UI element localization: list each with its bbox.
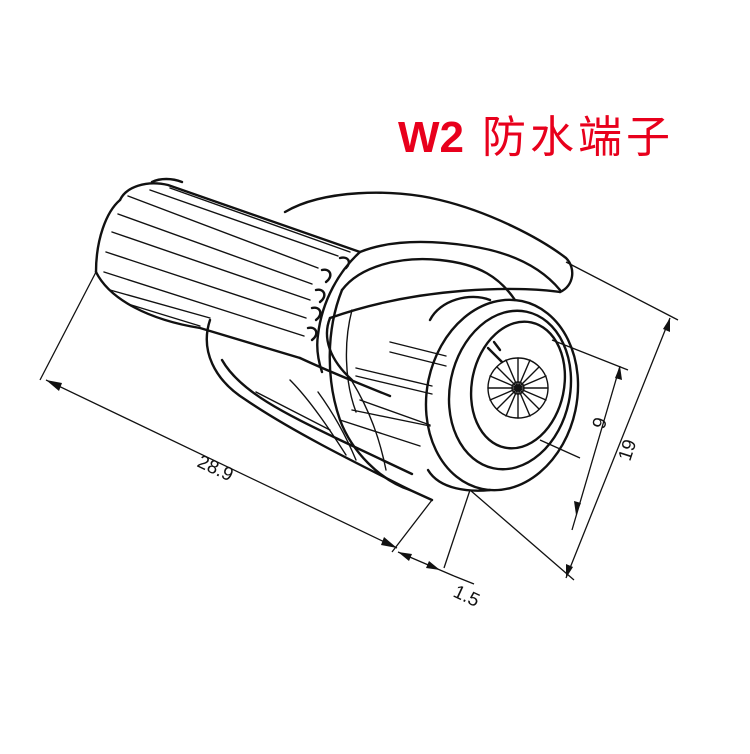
dimension-length [39,271,433,553]
product-name: 防水端子 [482,112,674,163]
dimension-offset [397,489,475,585]
outer-diameter-label: 19 [615,437,642,464]
dimension-inner [539,339,629,531]
offset-label: 1.5 [450,581,483,611]
ribbed-body [94,177,362,374]
dimension-outer [469,261,679,581]
inner-diameter-label: 9 [589,415,612,432]
skirt [205,318,434,502]
length-label: 28.9 [194,451,236,486]
collar [328,240,562,492]
spring-spokes [486,340,549,419]
front-face [424,295,580,492]
product-code: W2 [398,113,464,162]
product-title: W2 防水端子 [398,112,674,164]
